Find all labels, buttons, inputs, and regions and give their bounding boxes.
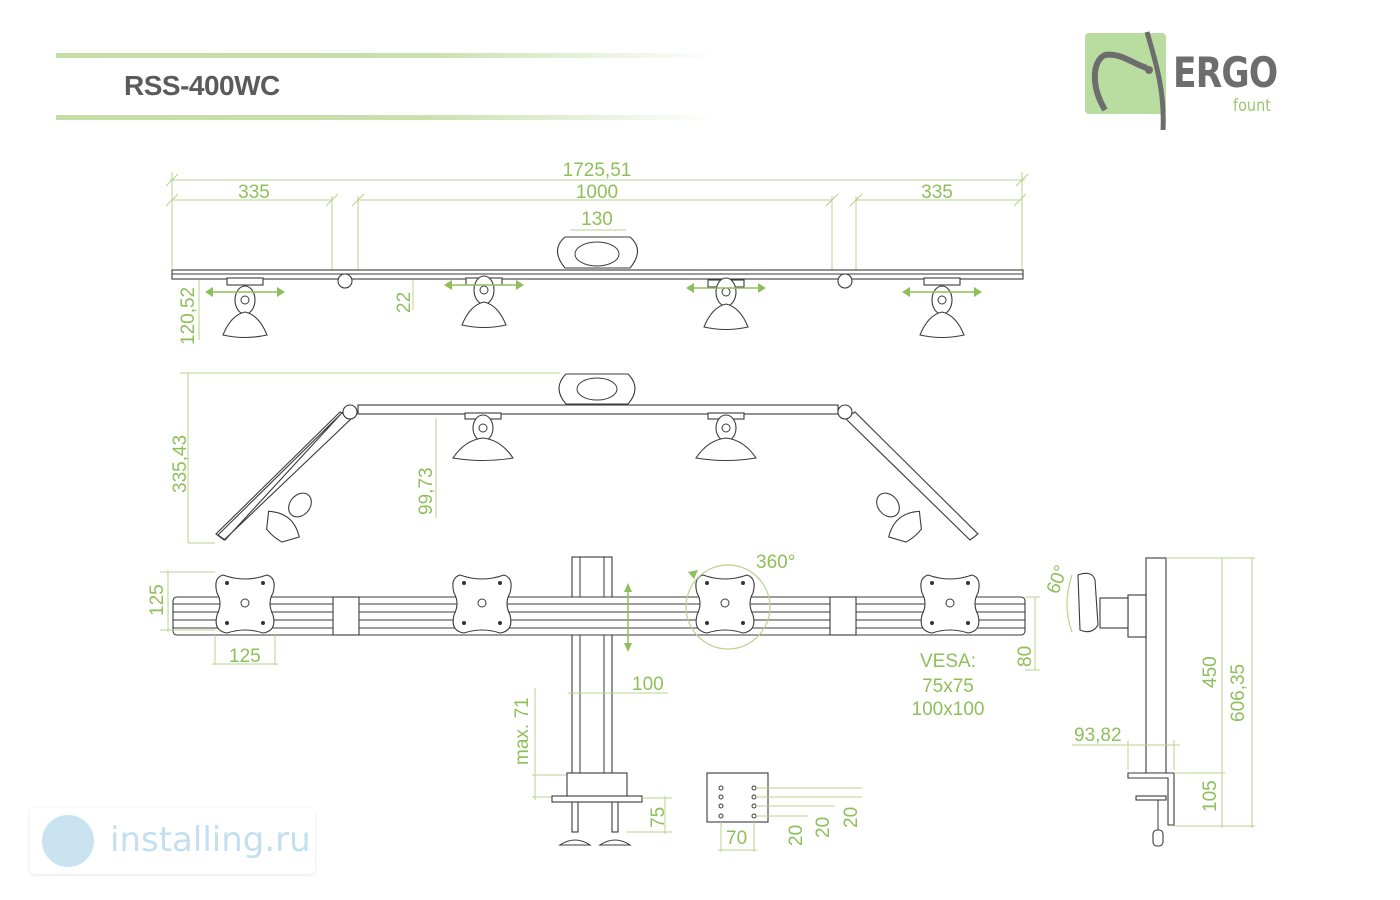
dim-clamp-depth: 75	[648, 807, 669, 828]
model-title: RSS-400WC	[124, 70, 280, 101]
front-rail	[172, 596, 1026, 636]
side-view: 60° 450 606,35 105 93,82	[1043, 557, 1255, 847]
dim-max-thickness: max. 71	[512, 697, 533, 765]
vesa-size-100: 100x100	[912, 699, 985, 720]
dim-rail-height: 80	[1015, 646, 1036, 667]
vesa-label: VESA:	[920, 651, 976, 672]
front-view: 360° 125 125 80 VESA: 75x75 100x100 100 …	[147, 552, 1040, 846]
rail-connector-left	[332, 596, 360, 636]
dim-depth: 120,52	[178, 287, 199, 345]
clamp-knob-right	[598, 839, 632, 846]
mount-heads-top	[205, 275, 982, 339]
dim-hole-spacing-3: 20	[841, 807, 862, 828]
top-view: 1725,51 335 1000 335 130 120,52 22	[165, 160, 1029, 345]
watermark-logo-icon	[42, 815, 94, 867]
joint-left	[337, 273, 353, 289]
dim-plate-width: 70	[726, 828, 747, 849]
header-line-bottom	[56, 115, 716, 120]
dim-vesa-height: 125	[147, 584, 168, 616]
side-pole	[1145, 557, 1167, 774]
dim-clamp-offset: 93,82	[1074, 725, 1122, 746]
vesa-plates	[215, 574, 980, 634]
angled-center-rail	[357, 404, 839, 415]
side-mount-bracket	[1127, 594, 1147, 638]
rail-connector-right	[829, 596, 857, 636]
dim-rotation: 360°	[756, 552, 795, 573]
base-plate-view: 70 20 20 20	[706, 772, 862, 852]
rotation-arrow-icon	[688, 570, 698, 579]
header-line-top	[56, 53, 716, 58]
pole	[571, 556, 613, 776]
ergofount-logo: ERGO fount	[1085, 30, 1285, 130]
dim-clamp-width: 130	[581, 209, 613, 230]
vesa-size-75: 75x75	[922, 676, 974, 697]
dim-hole-spacing-2: 20	[813, 817, 834, 838]
dim-total-height: 606,35	[1228, 664, 1249, 722]
clamp-plate	[551, 795, 643, 803]
dim-angled-offset: 99,73	[416, 467, 437, 515]
dim-pole-height: 450	[1200, 656, 1221, 688]
watermark-text: installing.ru	[110, 820, 311, 860]
logo-figure-icon	[1091, 31, 1166, 130]
angled-view: 335,43 99,73	[170, 372, 979, 544]
logo-sub: fount	[1233, 96, 1271, 116]
dim-angled-depth: 335,43	[170, 435, 191, 493]
dim-rail-offset: 22	[394, 292, 415, 313]
side-clamp-knob	[1152, 829, 1164, 847]
dim-right-segment: 335	[921, 182, 953, 203]
watermark: installing.ru	[30, 808, 315, 874]
logo-brand: ERGO	[1173, 48, 1278, 97]
joint-right	[837, 273, 853, 289]
clamp-knob-left	[558, 839, 592, 846]
rotation-indicator	[685, 564, 771, 650]
dim-overall-width: 1725,51	[563, 160, 632, 181]
dim-left-segment: 335	[238, 182, 270, 203]
dim-center-segment: 1000	[576, 182, 618, 203]
dim-vesa-width: 125	[229, 646, 261, 667]
clamp-body	[566, 772, 628, 799]
dim-pole-width: 100	[632, 674, 664, 695]
dim-hole-spacing-1: 20	[786, 825, 807, 846]
side-vesa-plate	[1077, 572, 1099, 633]
dim-clamp-height: 105	[1200, 780, 1221, 812]
pole-clamp-angled	[558, 373, 636, 405]
